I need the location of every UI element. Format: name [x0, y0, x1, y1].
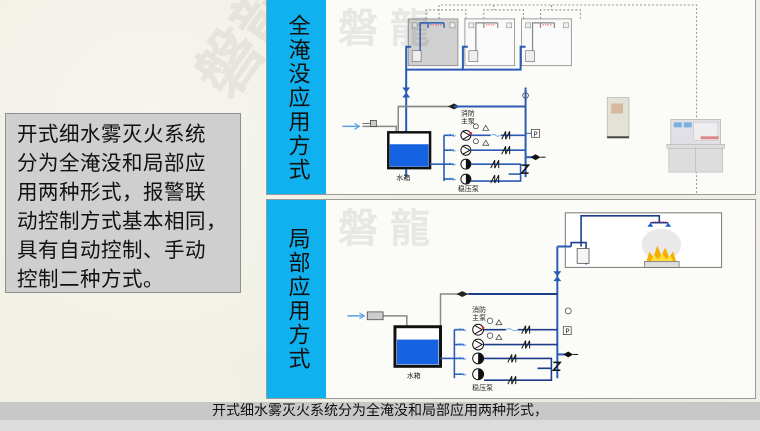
tank-label: 水箱	[396, 173, 410, 182]
subtitle-caption: 开式细水雾灭火系统分为全淹没和局部应用两种形式，	[0, 402, 760, 420]
float-valve-icon	[366, 311, 384, 321]
tank-water	[396, 339, 439, 365]
vent-icon	[482, 124, 490, 146]
main-pump-icon	[472, 338, 485, 351]
tank-water	[389, 144, 429, 167]
panel-label: 全淹没应用方式	[284, 14, 310, 182]
pressure-gauge-icon	[472, 92, 529, 145]
check-valve-icon	[456, 291, 469, 298]
watermark: 磐龍	[338, 205, 442, 252]
description-line: 动控制方式基本相同，	[17, 209, 227, 233]
protected-area	[564, 212, 723, 268]
panel-total-flooding: 全淹没应用方式 磐龍	[266, 0, 756, 195]
main-pump-label: 主泵	[461, 116, 475, 125]
jockey-pump-icon	[460, 158, 472, 170]
description-box: 开式细水雾灭火系统 分为全淹没和局部应 用两种形式，报警联 动控制方式基本相同，…	[5, 113, 241, 293]
jockey-pump-label: 稳压泵	[458, 184, 479, 193]
float-valve-icon	[362, 119, 377, 127]
total-flooding-diagram: 磐龍	[326, 0, 755, 194]
inlet-pipe	[367, 293, 558, 327]
relief-valve-icon	[519, 164, 531, 174]
main-pump-label: 消防	[461, 108, 475, 117]
panel-label: 局部应用方式	[284, 227, 310, 371]
protected-room	[521, 18, 572, 67]
description-line: 分为全淹没和局部应	[17, 151, 206, 175]
description-line: 控制二种方式。	[17, 267, 164, 291]
system-diagram: 水箱 消防 主泵	[342, 4, 725, 194]
pressure-switch-label: P	[534, 130, 538, 138]
discharge-lines	[484, 328, 558, 381]
main-pump-icon	[460, 144, 472, 156]
pressure-switch-icon	[562, 326, 572, 335]
main-pump-label: 消防	[472, 305, 486, 314]
jockey-pump-icon	[460, 173, 472, 185]
vent-icon	[495, 319, 503, 340]
jockey-pump-icon	[472, 352, 485, 365]
main-pump-icon	[472, 323, 485, 336]
check-valves	[507, 325, 531, 385]
pump-control-cabinet	[606, 97, 630, 139]
protected-room	[464, 18, 516, 67]
pump-manifold	[430, 134, 454, 182]
drain-valve-icon	[530, 154, 541, 161]
main-pump-icon	[460, 129, 473, 141]
pressure-switch-label: P	[565, 328, 569, 336]
description-line: 开式细水雾灭火系统	[17, 122, 206, 146]
panel-label-strip: 局部应用方式	[267, 200, 326, 398]
pressure-gauge-icon	[486, 307, 572, 339]
drain-valve-icon	[563, 351, 574, 358]
panel-local-application: 局部应用方式 磐龍	[266, 199, 756, 399]
system-diagram: 水箱 消防 主泵	[347, 212, 723, 392]
protected-room	[407, 18, 459, 67]
jockey-pump-icon	[472, 368, 485, 381]
tank-label: 水箱	[407, 371, 421, 380]
local-application-diagram: 磐龍	[326, 200, 755, 398]
discharge-lines	[470, 134, 526, 182]
watermark: 磐龍	[338, 5, 442, 52]
relief-valve-icon	[551, 361, 562, 372]
pump-manifold	[440, 328, 465, 379]
control-console	[666, 119, 725, 173]
main-pump-label: 主泵	[472, 313, 486, 322]
description-line: 用两种形式，报警联	[17, 180, 206, 204]
panel-label-strip: 全淹没应用方式	[267, 0, 326, 194]
jockey-pump-label: 稳压泵	[472, 383, 493, 392]
description-line: 具有自动控制、手动	[17, 238, 206, 262]
bottom-strip	[0, 420, 760, 431]
check-valves	[490, 131, 511, 184]
